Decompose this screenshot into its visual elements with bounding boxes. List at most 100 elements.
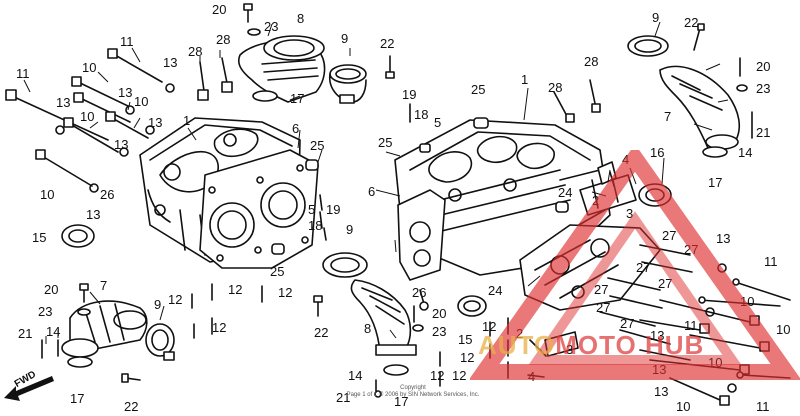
callout-12: 12 (168, 292, 182, 307)
callout-10: 10 (40, 187, 54, 202)
callout-21: 21 (336, 390, 350, 405)
callout-26: 26 (100, 187, 114, 202)
callout-10: 10 (80, 109, 94, 124)
callout-27: 27 (658, 276, 672, 291)
callout-28: 28 (216, 32, 230, 47)
callout-16: 16 (650, 145, 664, 160)
callout-13: 13 (163, 55, 177, 70)
callout-13: 13 (148, 115, 162, 130)
callout-13: 13 (650, 328, 664, 343)
callout-20: 20 (432, 306, 446, 321)
callout-23: 23 (432, 324, 446, 339)
copyright-line: Copyright (400, 385, 426, 391)
intake-pipe-top (237, 35, 326, 103)
watermark-logo (470, 150, 800, 380)
callout-23: 23 (38, 304, 52, 319)
callout-21: 21 (18, 326, 32, 341)
callout-12: 12 (278, 285, 292, 300)
callout-5: 5 (434, 115, 441, 130)
callout-20: 20 (212, 2, 226, 17)
callout-10: 10 (776, 322, 790, 337)
callout-13: 13 (654, 384, 668, 399)
oil-seal-left (61, 224, 95, 248)
callout-25: 25 (471, 82, 485, 97)
callout-23: 23 (264, 19, 278, 34)
callout-12: 12 (460, 350, 474, 365)
callout-13: 13 (118, 85, 132, 100)
callout-11: 11 (120, 34, 134, 49)
callout-27: 27 (636, 260, 650, 275)
intake-pipe-bottom-left (61, 300, 148, 368)
callout-1: 1 (521, 72, 528, 87)
clamp-bottom-left (145, 323, 175, 361)
intake-pipe-right (627, 35, 741, 158)
callout-9: 9 (154, 297, 161, 312)
leader-lines (23, 21, 753, 344)
callout-17: 17 (708, 175, 722, 190)
callout-6: 6 (292, 121, 299, 136)
callout-12: 12 (452, 368, 466, 383)
callout-22: 22 (124, 399, 138, 414)
callout-15: 15 (458, 332, 472, 347)
callout-27: 27 (594, 282, 608, 297)
callout-27: 27 (662, 228, 676, 243)
callout-5: 5 (308, 202, 315, 217)
callout-13: 13 (114, 137, 128, 152)
callout-22: 22 (684, 15, 698, 30)
watermark-word-moto: MOTO HUB (555, 330, 705, 360)
callout-9: 9 (346, 222, 353, 237)
callout-12: 12 (212, 320, 226, 335)
callout-14: 14 (46, 324, 60, 339)
callout-25: 25 (310, 138, 324, 153)
callout-25: 25 (270, 264, 284, 279)
clamp-top (328, 64, 367, 104)
callout-24: 24 (558, 185, 572, 200)
callout-12: 12 (228, 282, 242, 297)
forward-arrow-icon (4, 376, 54, 401)
callout-11: 11 (684, 318, 698, 333)
callout-15: 15 (32, 230, 46, 245)
callout-12: 12 (482, 319, 496, 334)
callout-1: 1 (183, 113, 190, 128)
callout-12: 12 (430, 368, 444, 383)
center-head-gasket (397, 189, 446, 281)
copyright-line: Page 1 of 1 © 2006 by SIN Network Servic… (346, 392, 480, 398)
callout-19: 19 (326, 202, 340, 217)
bolts-left (5, 48, 175, 193)
oil-seal-center (457, 295, 487, 317)
callout-13: 13 (86, 207, 100, 222)
callout-7: 7 (664, 109, 671, 124)
callout-28: 28 (584, 54, 598, 69)
callout-11: 11 (764, 254, 778, 269)
callout-3: 3 (566, 342, 573, 357)
copyright-note: Copyright Page 1 of 1 © 2006 by SIN Netw… (318, 385, 508, 399)
callout-22: 22 (314, 325, 328, 340)
callout-14: 14 (348, 368, 362, 383)
callout-21: 21 (756, 125, 770, 140)
callout-23: 23 (756, 81, 770, 96)
callout-22: 22 (380, 36, 394, 51)
callout-13: 13 (56, 95, 70, 110)
callout-27: 27 (596, 300, 610, 315)
callout-28: 28 (188, 44, 202, 59)
callout-17: 17 (394, 394, 408, 409)
callout-18: 18 (414, 107, 428, 122)
watermark-text: AUTOMOTO HUB (478, 330, 704, 361)
callout-10: 10 (134, 94, 148, 109)
callout-6: 6 (368, 184, 375, 199)
callout-13: 13 (716, 231, 730, 246)
callout-10: 10 (676, 399, 690, 414)
callout-19: 19 (402, 87, 416, 102)
callout-14: 14 (738, 145, 752, 160)
left-head-gasket (199, 149, 319, 269)
callout-8: 8 (364, 321, 371, 336)
callout-17: 17 (290, 91, 304, 106)
callout-24: 24 (488, 283, 502, 298)
callout-11: 11 (16, 66, 30, 81)
callout-26: 26 (412, 285, 426, 300)
callout-9: 9 (341, 31, 348, 46)
callout-28: 28 (548, 80, 562, 95)
callout-11: 11 (756, 399, 770, 414)
watermark-word-auto: AUTO (478, 330, 556, 360)
